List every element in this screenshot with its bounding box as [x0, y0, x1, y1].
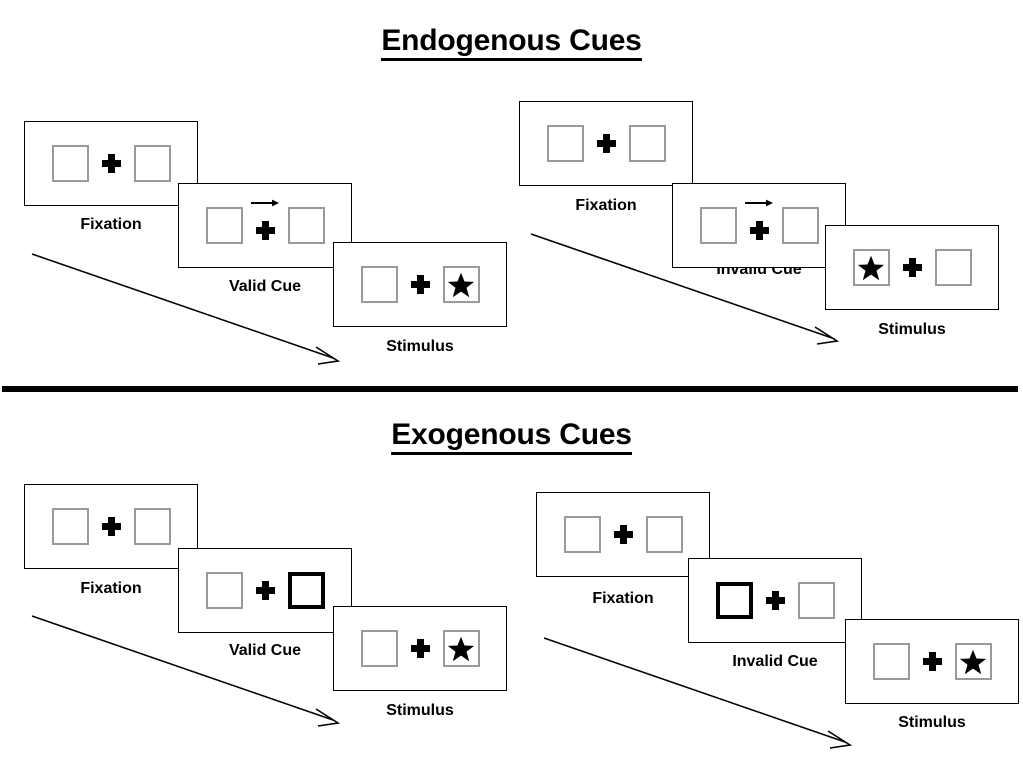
panel-content [537, 493, 709, 576]
panel-exogenous-valid-fixation [24, 484, 198, 569]
caption-exogenous-valid-cue: Valid Cue [228, 642, 302, 659]
center-cue-area [601, 512, 646, 558]
section-title-endogenous-text: Endogenous Cues [381, 24, 642, 61]
right-highlight-cue-box [287, 572, 325, 609]
caption-endogenous-invalid-stimulus: Stimulus [878, 321, 946, 338]
center-cue-area [398, 626, 443, 672]
panel-content [673, 184, 845, 267]
center-cue-area [753, 578, 798, 624]
right-placeholder-box [133, 145, 171, 182]
plus-icon [596, 134, 616, 153]
diagonal-time-arrow-exogenous-invalid [543, 637, 853, 749]
left-placeholder-box [205, 207, 243, 244]
panel-content [334, 607, 506, 690]
panel-content [520, 102, 692, 185]
right-placeholder-box [133, 508, 171, 545]
section-title-endogenous: Endogenous Cues [0, 24, 1023, 61]
caption-exogenous-valid-fixation: Fixation [80, 580, 142, 597]
plus-icon [922, 652, 942, 671]
caption-endogenous-valid-fixation: Fixation [80, 216, 142, 233]
panel-exogenous-invalid-stimulus [845, 619, 1019, 704]
right-target-box [954, 643, 992, 680]
center-cue-area [398, 262, 443, 308]
panel-exogenous-invalid-fixation [536, 492, 710, 577]
plus-icon [101, 154, 121, 173]
panel-content [25, 485, 197, 568]
section-title-exogenous-text: Exogenous Cues [391, 418, 632, 455]
panel-content [179, 549, 351, 632]
plus-icon [613, 525, 633, 544]
panel-endogenous-valid-stimulus [333, 242, 507, 327]
panel-content [334, 243, 506, 326]
section-divider-rule [2, 386, 1018, 392]
section-title-exogenous: Exogenous Cues [0, 418, 1023, 455]
arrow-right-cue-icon [745, 199, 773, 206]
panel-endogenous-invalid-fixation [519, 101, 693, 186]
caption-exogenous-invalid-fixation: Fixation [592, 590, 654, 607]
left-placeholder-box [51, 508, 89, 545]
left-placeholder-box [563, 516, 601, 553]
panel-content [846, 620, 1018, 703]
black-star-icon [857, 255, 885, 280]
center-cue-area [910, 639, 955, 685]
plus-icon [765, 591, 785, 610]
center-cue-area [890, 245, 935, 291]
left-placeholder-box [699, 207, 737, 244]
right-target-box [442, 266, 480, 303]
right-placeholder-box [797, 582, 835, 619]
center-cue-area [243, 199, 288, 249]
plus-icon [255, 581, 275, 600]
plus-icon [410, 275, 430, 294]
left-placeholder-box [51, 145, 89, 182]
black-star-icon [447, 636, 475, 661]
left-placeholder-box [872, 643, 910, 680]
right-placeholder-box [287, 207, 325, 244]
caption-endogenous-valid-stimulus: Stimulus [386, 338, 454, 355]
caption-exogenous-invalid-cue: Invalid Cue [732, 653, 818, 670]
right-placeholder-box [781, 207, 819, 244]
left-placeholder-box [546, 125, 584, 162]
black-star-icon [959, 649, 987, 674]
plus-icon [255, 220, 275, 240]
panel-content [179, 184, 351, 267]
panel-content [826, 226, 998, 309]
center-cue-area [584, 121, 629, 167]
plus-icon [902, 258, 922, 277]
panel-endogenous-valid-fixation [24, 121, 198, 206]
left-target-box [852, 249, 890, 286]
center-cue-area [737, 199, 782, 249]
caption-endogenous-valid-cue: Valid Cue [228, 278, 302, 295]
panel-exogenous-invalid-cue [688, 558, 862, 643]
center-cue-area [89, 141, 134, 187]
panel-endogenous-invalid-cue [672, 183, 846, 268]
right-placeholder-box [645, 516, 683, 553]
arrow-right-cue-icon [251, 199, 279, 206]
plus-icon [410, 639, 430, 658]
panel-exogenous-valid-cue [178, 548, 352, 633]
left-placeholder-box [360, 630, 398, 667]
center-cue-area [243, 568, 288, 614]
panel-content [25, 122, 197, 205]
panel-exogenous-valid-stimulus [333, 606, 507, 691]
left-placeholder-box [205, 572, 243, 609]
black-star-icon [447, 272, 475, 297]
plus-icon [101, 517, 121, 536]
panel-content [689, 559, 861, 642]
caption-endogenous-invalid-fixation: Fixation [575, 197, 637, 214]
panel-endogenous-valid-cue [178, 183, 352, 268]
left-placeholder-box [360, 266, 398, 303]
right-target-box [442, 630, 480, 667]
caption-exogenous-valid-stimulus: Stimulus [386, 702, 454, 719]
center-cue-area [89, 504, 134, 550]
panel-endogenous-invalid-stimulus [825, 225, 999, 310]
caption-exogenous-invalid-stimulus: Stimulus [898, 714, 966, 731]
right-placeholder-box [628, 125, 666, 162]
left-highlight-cue-box [715, 582, 753, 619]
plus-icon [749, 220, 769, 240]
right-placeholder-box [934, 249, 972, 286]
